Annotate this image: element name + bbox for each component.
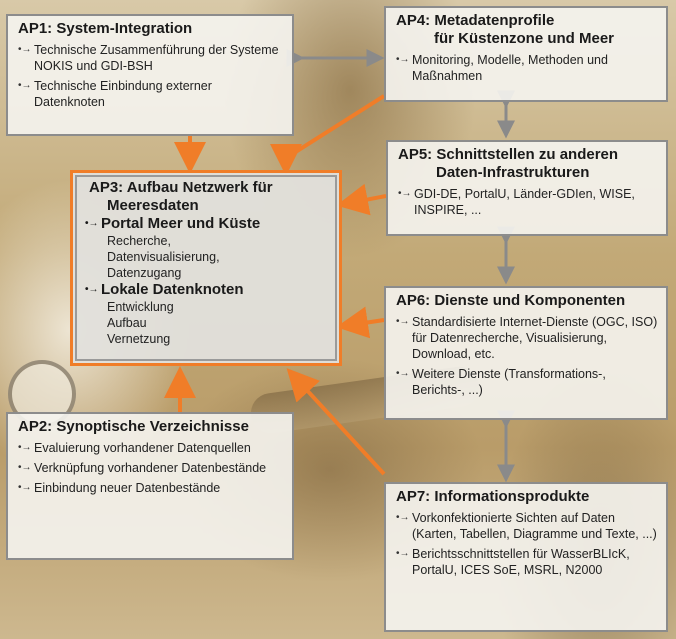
ap3-knoten-line-1: Entwicklung — [107, 300, 174, 314]
ap3-section-portal: Portal Meer und Küste — [85, 215, 329, 233]
ap5-title-line-2: Daten-Infrastrukturen — [436, 164, 590, 181]
ap4-box: AP4: Metadatenprofile für Küstenzone und… — [384, 6, 668, 102]
arrow-ap6-ap3 — [336, 306, 385, 339]
ap6-item-2: Weitere Dienste (Transformations-, Beric… — [396, 366, 658, 398]
ap3-knoten-line-3: Vernetzung — [107, 332, 171, 346]
ap2-title: AP2: Synoptische Verzeichnisse — [18, 418, 249, 435]
ap1-box: AP1: System-Integration Technische Zusam… — [6, 14, 294, 136]
ap3-portal-line-3: Datenzugang — [107, 266, 182, 280]
ap4-title-line-1: AP4: Metadatenprofile — [396, 12, 555, 29]
ap2-item-1: Evaluierung vorhandener Datenquellen — [18, 440, 284, 456]
ap1-item-2: Technische Einbindung externer Datenknot… — [18, 78, 284, 110]
ap3-section-datenknoten: Lokale Datenknoten — [85, 281, 329, 299]
ap3-knoten-line-2: Aufbau — [107, 316, 147, 330]
ap2-item-2: Verknüpfung vorhandener Datenbestände — [18, 460, 284, 476]
ap5-item-1: GDI-DE, PortalU, Länder-GDIen, WISE, INS… — [398, 186, 658, 218]
ap1-item-1: Technische Zusammenführung der Systeme N… — [18, 42, 284, 74]
ap5-title: AP5: Schnittstellen zu anderen Daten-Inf… — [398, 146, 658, 182]
ap6-box: AP6: Dienste und Komponenten Standardisi… — [384, 286, 668, 420]
ap3-title-line-1: AP3: Aufbau Netzwerk für — [89, 179, 273, 196]
ap7-item-1: Vorkonfektionierte Sichten auf Daten (Ka… — [396, 510, 658, 542]
ap6-item-1: Standardisierte Internet-Dienste (OGC, I… — [396, 314, 658, 362]
ap4-title-line-2: für Küstenzone und Meer — [434, 30, 615, 47]
ap3-title-line-2: Meeresdaten — [107, 197, 199, 214]
ap5-box: AP5: Schnittstellen zu anderen Daten-Inf… — [386, 140, 668, 236]
ap2-box: AP2: Synoptische Verzeichnisse Evaluieru… — [6, 412, 294, 560]
ap2-item-3: Einbindung neuer Datenbestände — [18, 480, 284, 496]
ap4-item-1: Monitoring, Modelle, Methoden und Maßnah… — [396, 52, 658, 84]
ap1-title: AP1: System-Integration — [18, 20, 193, 37]
ap4-title: AP4: Metadatenprofile für Küstenzone und… — [396, 12, 658, 48]
ap7-box: AP7: Informationsprodukte Vorkonfektioni… — [384, 482, 668, 632]
ap7-item-2: Berichtsschnittstellen für WasserBLIcK, … — [396, 546, 658, 578]
arrow-ap7-ap3 — [286, 368, 386, 476]
ap3-portal-line-1: Recherche, — [107, 234, 171, 248]
ap3-box: AP3: Aufbau Netzwerk für Meeresdaten Por… — [70, 170, 342, 366]
arrow-ap5-ap3 — [336, 183, 387, 216]
ap7-title: AP7: Informationsprodukte — [396, 488, 590, 505]
ap6-title: AP6: Dienste und Komponenten — [396, 292, 626, 309]
ap3-portal-line-2: Datenvisualisierung, — [107, 250, 220, 264]
arrow-ap4-ap3 — [270, 94, 386, 176]
ap5-title-line-1: AP5: Schnittstellen zu anderen — [398, 146, 619, 163]
